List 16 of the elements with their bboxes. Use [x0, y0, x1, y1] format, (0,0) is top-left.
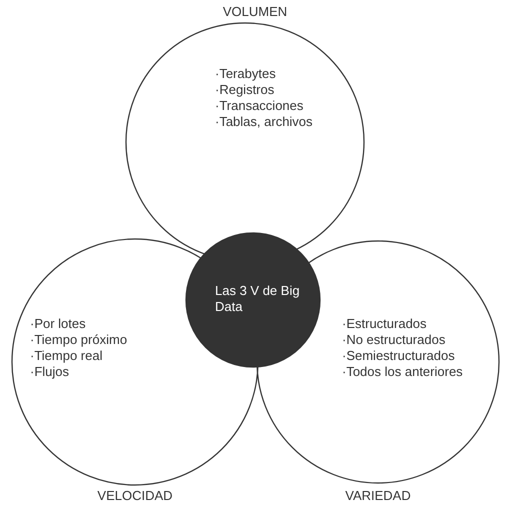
list-item: ·Tiempo real: [30, 348, 102, 364]
list-item: ·Flujos: [30, 364, 70, 380]
list-item: ·Estructurados: [342, 316, 427, 332]
list-item: ·Transacciones: [215, 98, 304, 114]
list-item: ·Semiestructurados: [342, 348, 455, 364]
list-item: ·Tiempo próximo: [30, 332, 128, 348]
list-item: ·Tablas, archivos: [215, 114, 313, 130]
circle-heading: VELOCIDAD: [97, 488, 173, 504]
list-item: ·Todos los anteriores: [342, 364, 463, 380]
list-item: ·Por lotes: [30, 316, 86, 332]
list-item: ·Registros: [215, 82, 274, 98]
list-item: ·Terabytes: [215, 66, 276, 82]
circle-heading: VOLUMEN: [222, 4, 288, 20]
circle-heading: VARIEDAD: [345, 488, 411, 504]
center-title: Las 3 V de Big Data: [215, 283, 301, 315]
list-item: ·No estructurados: [342, 332, 446, 348]
